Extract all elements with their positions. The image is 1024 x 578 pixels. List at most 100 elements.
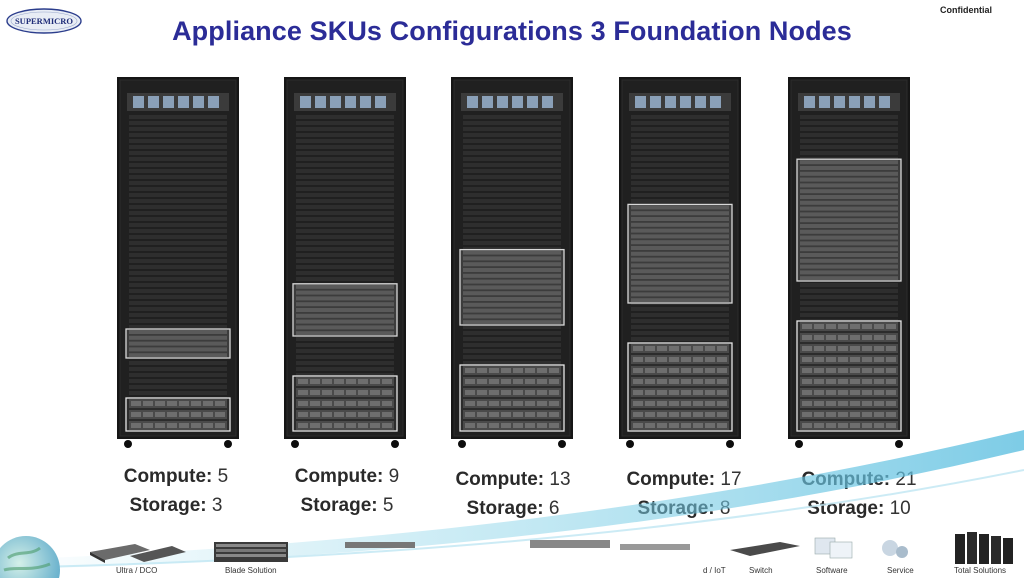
- storage-node: [800, 322, 898, 331]
- rack-slat: [631, 187, 729, 191]
- drive-bay: [334, 423, 344, 428]
- rack-slat: [631, 133, 729, 137]
- drive-bay: [322, 401, 332, 406]
- drive-bay: [802, 357, 812, 362]
- drive-bay: [549, 401, 559, 406]
- drive-bay: [477, 401, 487, 406]
- drive-bay: [838, 357, 848, 362]
- rack-slat: [296, 277, 394, 281]
- drive-bay: [645, 401, 655, 406]
- drive-bay: [693, 423, 703, 428]
- compute-node: [800, 183, 898, 188]
- rack-slat: [296, 139, 394, 143]
- drive-bay: [814, 390, 824, 395]
- drive-bay: [886, 335, 896, 340]
- storage-line: Storage: 5: [300, 495, 394, 516]
- rack-slat: [296, 145, 394, 149]
- compute-node: [800, 258, 898, 263]
- drive-bay: [850, 357, 860, 362]
- rack-caption-4: Compute: 17 Storage: 8: [599, 465, 769, 523]
- drive-bay: [802, 335, 812, 340]
- drive-bay: [215, 412, 225, 417]
- drive-bay: [802, 368, 812, 373]
- rack-caster: [626, 440, 634, 448]
- drive-bay: [465, 390, 475, 395]
- drive-bay: [717, 401, 727, 406]
- rack-slat: [129, 367, 227, 371]
- rack-slat: [631, 115, 729, 119]
- drive-bay: [633, 368, 643, 373]
- drive-bay: [382, 423, 392, 428]
- storage-line: Storage: 6: [466, 498, 560, 519]
- switch-port: [163, 96, 174, 108]
- storage-node: [631, 377, 729, 386]
- drive-bay: [657, 379, 667, 384]
- compute-count: 5: [217, 466, 229, 487]
- rack-slat: [129, 229, 227, 233]
- rack-slat: [296, 265, 394, 269]
- rack-caster: [458, 440, 466, 448]
- drive-bay: [669, 357, 679, 362]
- rack-slat: [129, 217, 227, 221]
- drive-bay: [645, 368, 655, 373]
- rack-slat: [463, 325, 561, 329]
- compute-node: [800, 212, 898, 217]
- drive-bay: [298, 379, 308, 384]
- compute-node: [800, 264, 898, 269]
- rack-slat: [296, 157, 394, 161]
- compute-node: [631, 234, 729, 239]
- drive-bay: [886, 401, 896, 406]
- storage-line: Storage: 8: [637, 498, 731, 519]
- drive-bay: [838, 324, 848, 329]
- drive-bay: [814, 368, 824, 373]
- drive-bay: [489, 379, 499, 384]
- rack-slat: [129, 283, 227, 287]
- compute-node: [631, 217, 729, 221]
- rack-slat: [129, 277, 227, 281]
- compute-node: [296, 284, 394, 289]
- drive-bay: [155, 412, 165, 417]
- drive-bay: [179, 423, 189, 428]
- switch-image: [730, 542, 800, 556]
- switch-port: [804, 96, 815, 108]
- rack-slat: [129, 157, 227, 161]
- drive-bay: [874, 368, 884, 373]
- compute-node: [800, 200, 898, 205]
- drive-bay: [850, 423, 860, 428]
- storage-node: [800, 410, 898, 419]
- rack-5: [788, 77, 910, 449]
- drive-bay: [549, 379, 559, 384]
- switch-port: [482, 96, 493, 108]
- drive-bay: [645, 357, 655, 362]
- drive-bay: [850, 390, 860, 395]
- storage-count: 3: [211, 495, 223, 516]
- switch-port: [360, 96, 371, 108]
- rack-slat: [631, 163, 729, 167]
- drive-bay: [382, 412, 392, 417]
- compute-node: [463, 250, 561, 255]
- drive-bay: [298, 423, 308, 428]
- drive-bay: [862, 335, 872, 340]
- drive-bay: [681, 368, 691, 373]
- rack-slat: [296, 241, 394, 245]
- drive-bay: [669, 368, 679, 373]
- compute-node: [631, 251, 729, 256]
- compute-node: [631, 211, 729, 216]
- footer-label-total-solutions: Total Solutions: [954, 566, 1007, 575]
- storage-node: [800, 421, 898, 430]
- rack-slat: [129, 175, 227, 179]
- rack-slat: [296, 151, 394, 155]
- storage-count: 8: [719, 498, 731, 519]
- drive-bay: [370, 412, 380, 417]
- drive-bay: [717, 412, 727, 417]
- rack-slat: [463, 235, 561, 239]
- drive-bay: [513, 390, 523, 395]
- drive-bay: [862, 401, 872, 406]
- drive-bay: [802, 401, 812, 406]
- rack-slat: [129, 115, 227, 119]
- compute-node: [800, 241, 898, 246]
- drive-bay: [826, 335, 836, 340]
- drive-bay: [862, 379, 872, 384]
- drive-bay: [802, 324, 812, 329]
- rack-slat: [463, 181, 561, 185]
